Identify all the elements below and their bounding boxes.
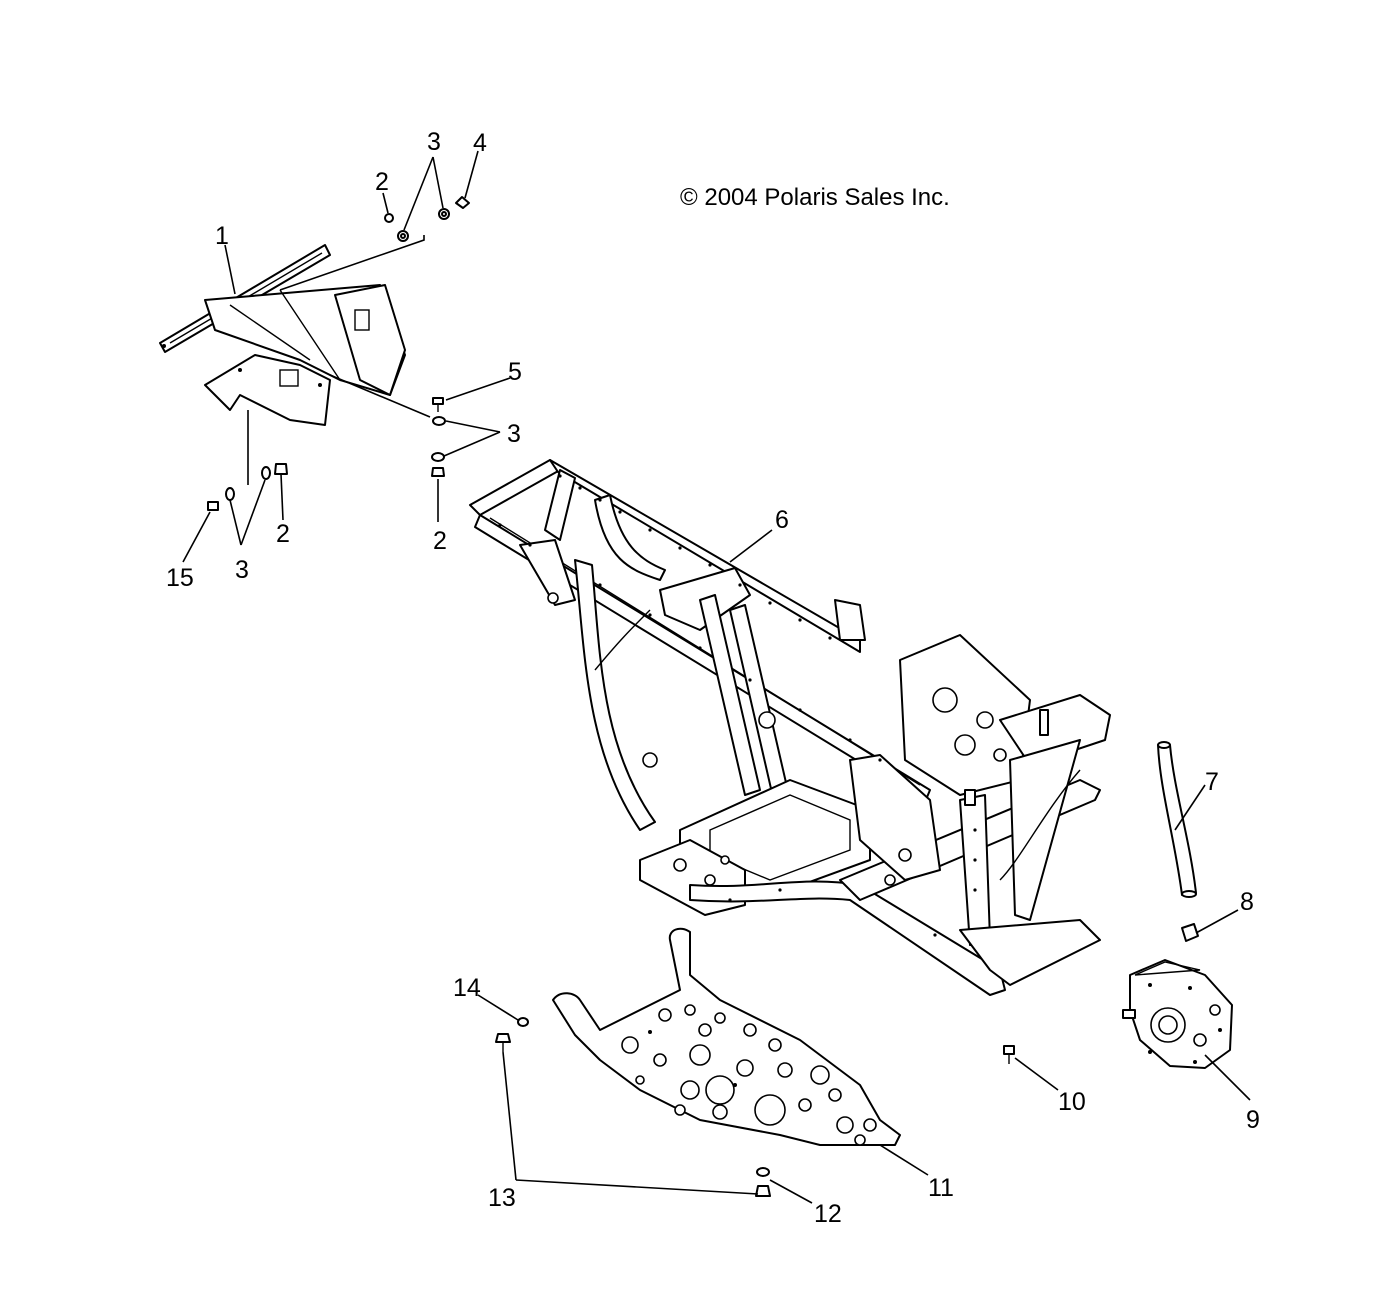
part-7-hose	[1157, 741, 1197, 898]
callout-2-middle: 2	[433, 527, 447, 555]
part-1-front-bracket	[159, 244, 406, 426]
part-9-gearcase	[1122, 959, 1233, 1069]
callout-2-top: 2	[375, 168, 389, 196]
callout-5: 5	[508, 358, 522, 386]
callout-15: 15	[166, 564, 194, 592]
callout-4: 4	[473, 129, 487, 157]
copyright-text: © 2004 Polaris Sales Inc.	[680, 184, 950, 211]
part-8-clip	[1181, 923, 1199, 942]
callout-10: 10	[1058, 1088, 1086, 1116]
hardware-lower-left	[207, 463, 288, 511]
callout-12: 12	[814, 1200, 842, 1228]
callout-13: 13	[488, 1184, 516, 1212]
hardware-middle	[431, 397, 446, 477]
callout-labels: 1 2 3 4 5 3 2 2 3 15 6 7 8 9 10 11 12 13…	[166, 128, 1260, 1228]
callout-9: 9	[1246, 1106, 1260, 1134]
part-10-bolt	[1003, 1045, 1015, 1064]
callout-3-lower: 3	[235, 556, 249, 584]
callout-3-top: 3	[427, 128, 441, 156]
skid-plate-hardware	[495, 1017, 771, 1197]
callout-8: 8	[1240, 888, 1254, 916]
part-6-main-frame	[469, 459, 1111, 996]
callout-1: 1	[215, 222, 229, 250]
callout-14: 14	[453, 974, 481, 1002]
hardware-top	[384, 196, 470, 242]
callout-2-lower: 2	[276, 520, 290, 548]
part-11-skid-plate	[552, 927, 901, 1146]
callout-7: 7	[1205, 768, 1219, 796]
callout-3-middle: 3	[507, 420, 521, 448]
leader-lines	[182, 150, 1251, 1204]
callout-6: 6	[775, 506, 789, 534]
callout-11: 11	[928, 1174, 954, 1202]
